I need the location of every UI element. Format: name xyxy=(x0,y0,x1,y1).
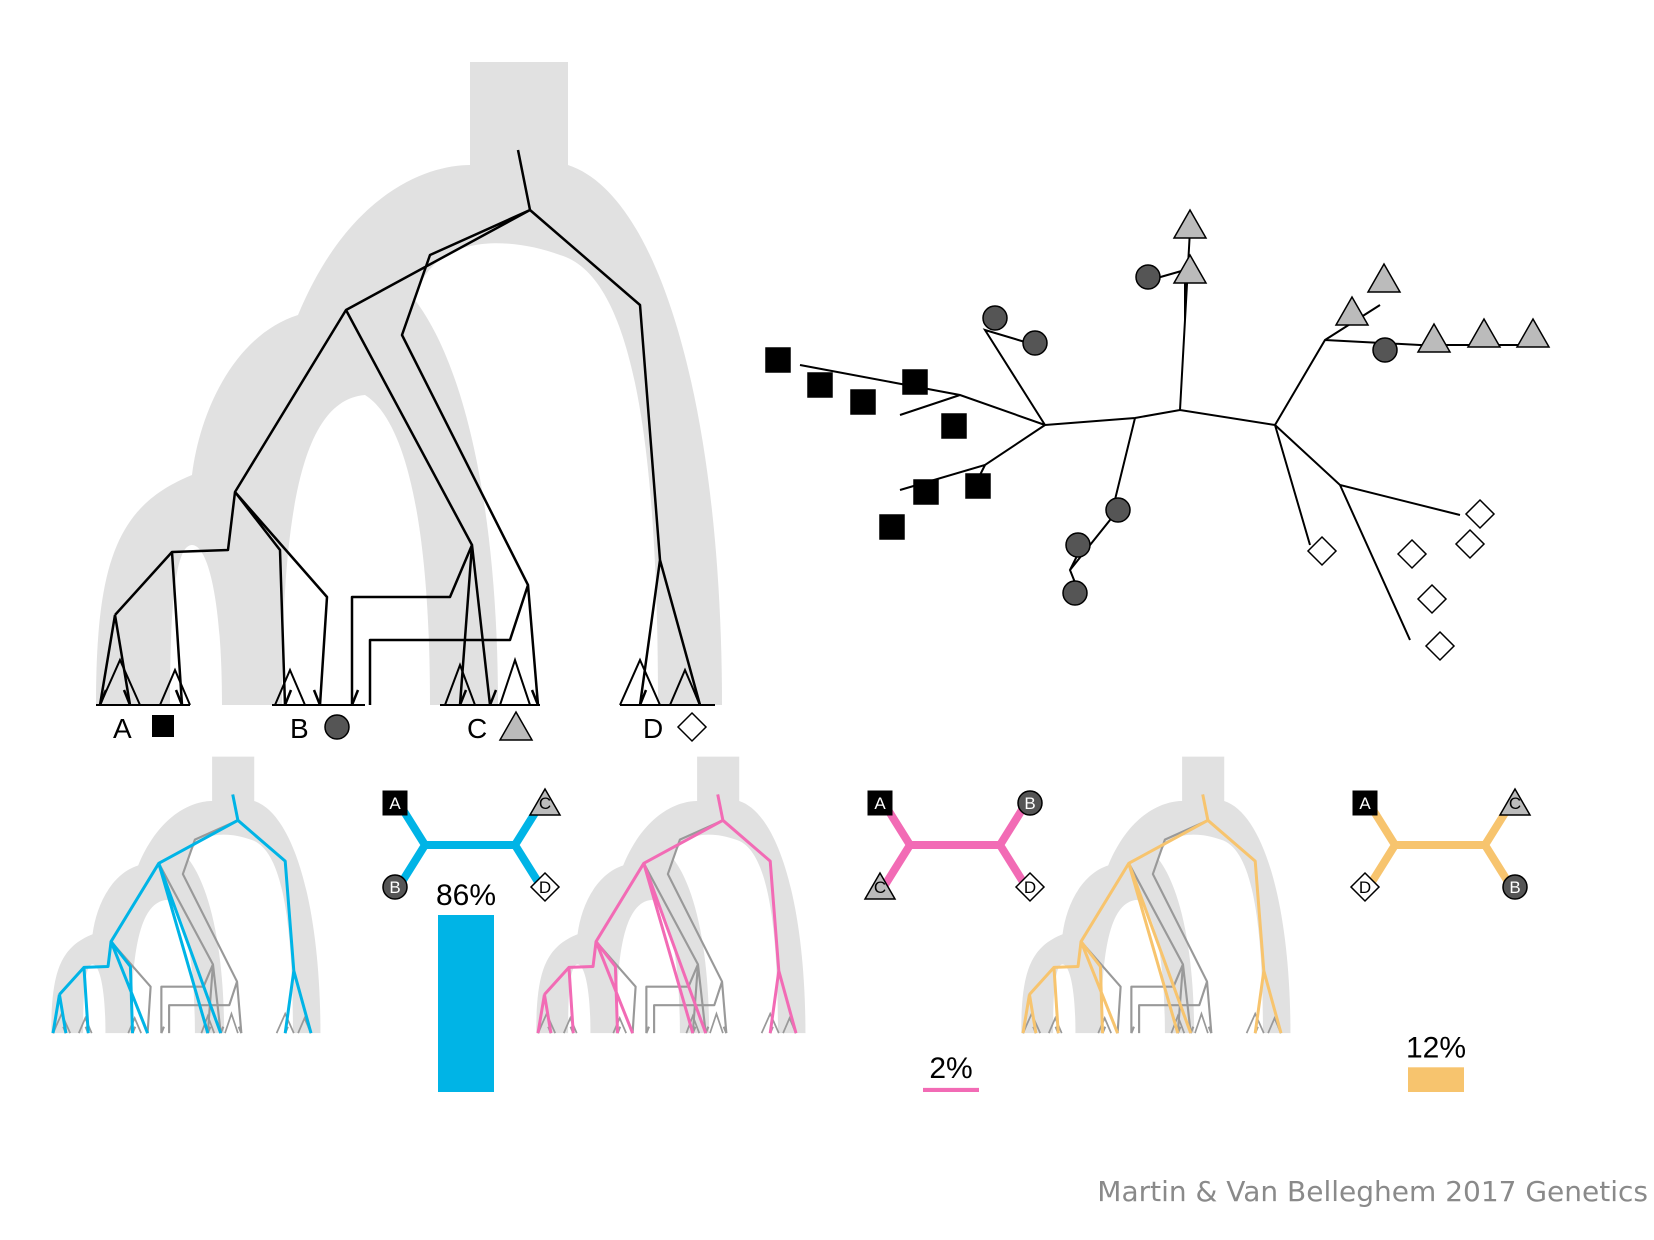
topology-branches xyxy=(396,802,544,888)
tip-diamond xyxy=(1424,630,1456,662)
tip-square xyxy=(807,372,833,398)
unrooted-tree xyxy=(799,229,1530,641)
tip-triangle xyxy=(1334,295,1370,326)
tip-triangle xyxy=(1416,322,1452,353)
topology-branches xyxy=(1366,802,1514,888)
diamond-icon xyxy=(1014,871,1046,903)
topology-icon: A D C B xyxy=(1349,787,1532,903)
tip-circle xyxy=(1135,264,1161,290)
percent-label: 86% xyxy=(436,879,496,912)
tip-letter: D xyxy=(539,878,551,897)
tip-circle xyxy=(1022,330,1048,356)
diamond-icon xyxy=(676,711,708,743)
percent-bar xyxy=(923,1087,979,1092)
tip-circle xyxy=(1062,580,1088,606)
tip-square xyxy=(765,347,791,373)
triangle-icon xyxy=(498,710,534,741)
panel-acbd: A C B D 2% xyxy=(536,756,1046,1092)
mini-tips xyxy=(52,1012,312,1035)
tip-letter: D xyxy=(1024,878,1036,897)
percent-bar xyxy=(1408,1067,1464,1092)
topology-branches xyxy=(881,802,1029,888)
gene-tree-tips xyxy=(99,659,701,706)
tip-triangle xyxy=(1466,317,1502,348)
unrooted-tips xyxy=(765,208,1551,662)
tip-diamond xyxy=(1416,583,1448,615)
triangle-icon xyxy=(863,871,897,900)
mini-tips xyxy=(537,1012,797,1035)
mini-tree xyxy=(1021,756,1291,1035)
panel-abcd: A B C D 86% xyxy=(51,756,562,1092)
mini-tree xyxy=(51,756,321,1035)
tip-letter: A xyxy=(874,794,886,813)
tip-diamond xyxy=(1306,535,1338,567)
topology-icon: A B C D xyxy=(382,787,562,903)
panel-adcb: A D C B 12% xyxy=(1021,756,1532,1092)
tip-letter: C xyxy=(1509,794,1521,813)
diamond-icon xyxy=(1349,871,1381,903)
circle-icon xyxy=(1502,874,1528,900)
circle-icon xyxy=(324,714,350,740)
mini-band xyxy=(536,756,806,1034)
label-a: A xyxy=(113,713,132,744)
tip-letter: B xyxy=(1024,794,1035,813)
tip-square xyxy=(902,369,928,395)
tip-diamond xyxy=(1454,528,1486,560)
square-icon xyxy=(867,790,893,816)
topology-panels: A B C D 86% A C B D 2% A D C B 12% xyxy=(51,756,1532,1092)
tip-triangle xyxy=(1366,262,1402,293)
label-b: B xyxy=(290,713,309,744)
tip-letter: C xyxy=(539,794,551,813)
figure-credit: Martin & Van Belleghem 2017 Genetics xyxy=(1097,1175,1648,1208)
tip-diamond xyxy=(1464,498,1496,530)
tip-letter: A xyxy=(389,794,401,813)
triangle-icon xyxy=(1498,787,1532,816)
tip-letter: B xyxy=(1509,878,1520,897)
mini-band xyxy=(1021,756,1291,1034)
topology-icon: A C B D xyxy=(863,790,1046,903)
square-icon xyxy=(382,790,408,816)
tip-circle xyxy=(1372,337,1398,363)
square-icon xyxy=(152,715,174,737)
mini-tree xyxy=(536,756,806,1035)
tip-triangle xyxy=(1172,253,1208,284)
triangle-icon xyxy=(528,787,562,816)
tip-letter: A xyxy=(1359,794,1371,813)
tip-letter: B xyxy=(389,878,400,897)
label-d: D xyxy=(643,713,663,744)
percent-label: 12% xyxy=(1406,1031,1466,1064)
species-labels: A B C D xyxy=(113,710,708,744)
tip-circle xyxy=(1065,532,1091,558)
tip-square xyxy=(879,514,905,540)
tip-square xyxy=(913,479,939,505)
mini-band xyxy=(51,756,321,1034)
species-band xyxy=(96,62,722,705)
diamond-icon xyxy=(529,871,561,903)
tip-triangle xyxy=(1172,208,1208,239)
percent-label: 2% xyxy=(929,1052,972,1085)
tip-letter: D xyxy=(1359,878,1371,897)
tip-square xyxy=(850,389,876,415)
square-icon xyxy=(1352,790,1378,816)
tip-letter: C xyxy=(874,878,886,897)
percent-bar xyxy=(438,915,494,1092)
circle-icon xyxy=(1017,790,1043,816)
species-tree xyxy=(96,62,722,707)
tip-square xyxy=(965,473,991,499)
tip-circle xyxy=(1105,497,1131,523)
circle-icon xyxy=(382,874,408,900)
tip-triangle xyxy=(1515,317,1551,348)
mini-tips xyxy=(1022,1012,1282,1035)
tip-diamond xyxy=(1396,538,1428,570)
label-c: C xyxy=(467,713,487,744)
tip-square xyxy=(941,413,967,439)
tip-circle xyxy=(982,305,1008,331)
